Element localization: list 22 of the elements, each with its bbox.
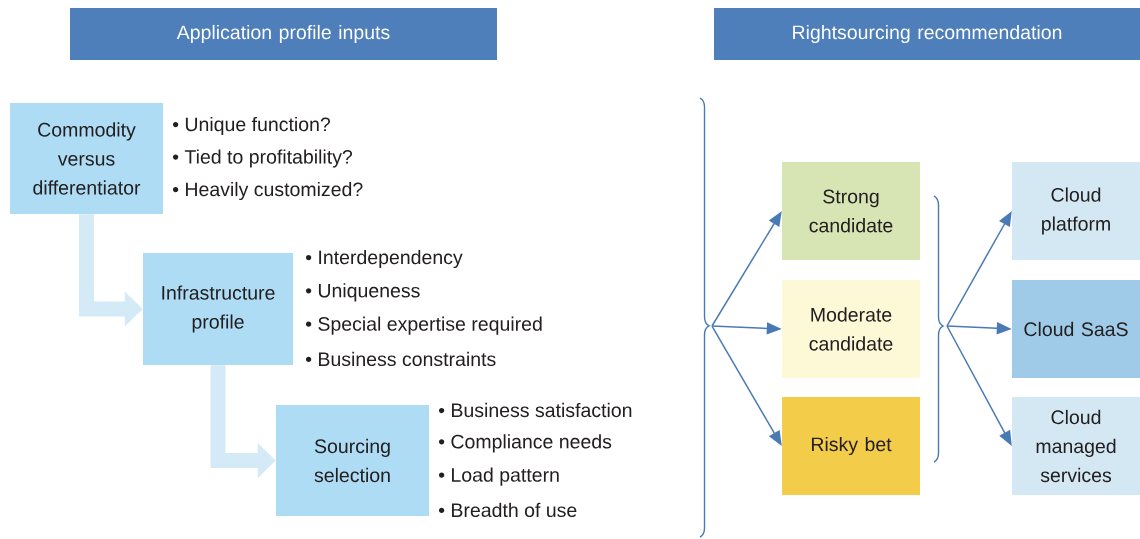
option-box: Cloud SaaS — [1012, 280, 1140, 378]
process-box: Commodity versus differentiator — [10, 103, 163, 214]
candidate-box: Strong candidate — [782, 162, 920, 260]
bullet-item: • Tied to profitability? — [172, 149, 353, 168]
bullet-item: • Breadth of use — [439, 502, 577, 518]
process-box: Infrastructure profile — [143, 253, 293, 365]
header-band: Application profile inputs — [70, 8, 497, 60]
bullet-item: • Compliance needs — [439, 434, 612, 453]
candidate-box: Moderate candidate — [782, 280, 920, 378]
bullet-item: • Uniqueness — [306, 283, 420, 302]
header-band: Rightsourcing recommendation — [714, 8, 1140, 60]
process-box: Sourcing selection — [276, 405, 429, 516]
option-box: Cloud managed services — [1012, 397, 1140, 495]
bullet-item: • Special expertise required — [306, 316, 542, 335]
bullet-item: • Load pattern — [439, 467, 559, 486]
bullet-item: • Business satisfaction — [439, 402, 632, 418]
bullet-item: • Unique function? — [172, 116, 331, 136]
bullet-item: • Heavily customized? — [172, 181, 363, 201]
option-box: Cloud platform — [1012, 162, 1140, 260]
candidate-box: Risky bet — [782, 397, 920, 495]
bullet-item: • Interdependency — [306, 249, 463, 269]
bullet-item: • Business constraints — [306, 351, 496, 367]
